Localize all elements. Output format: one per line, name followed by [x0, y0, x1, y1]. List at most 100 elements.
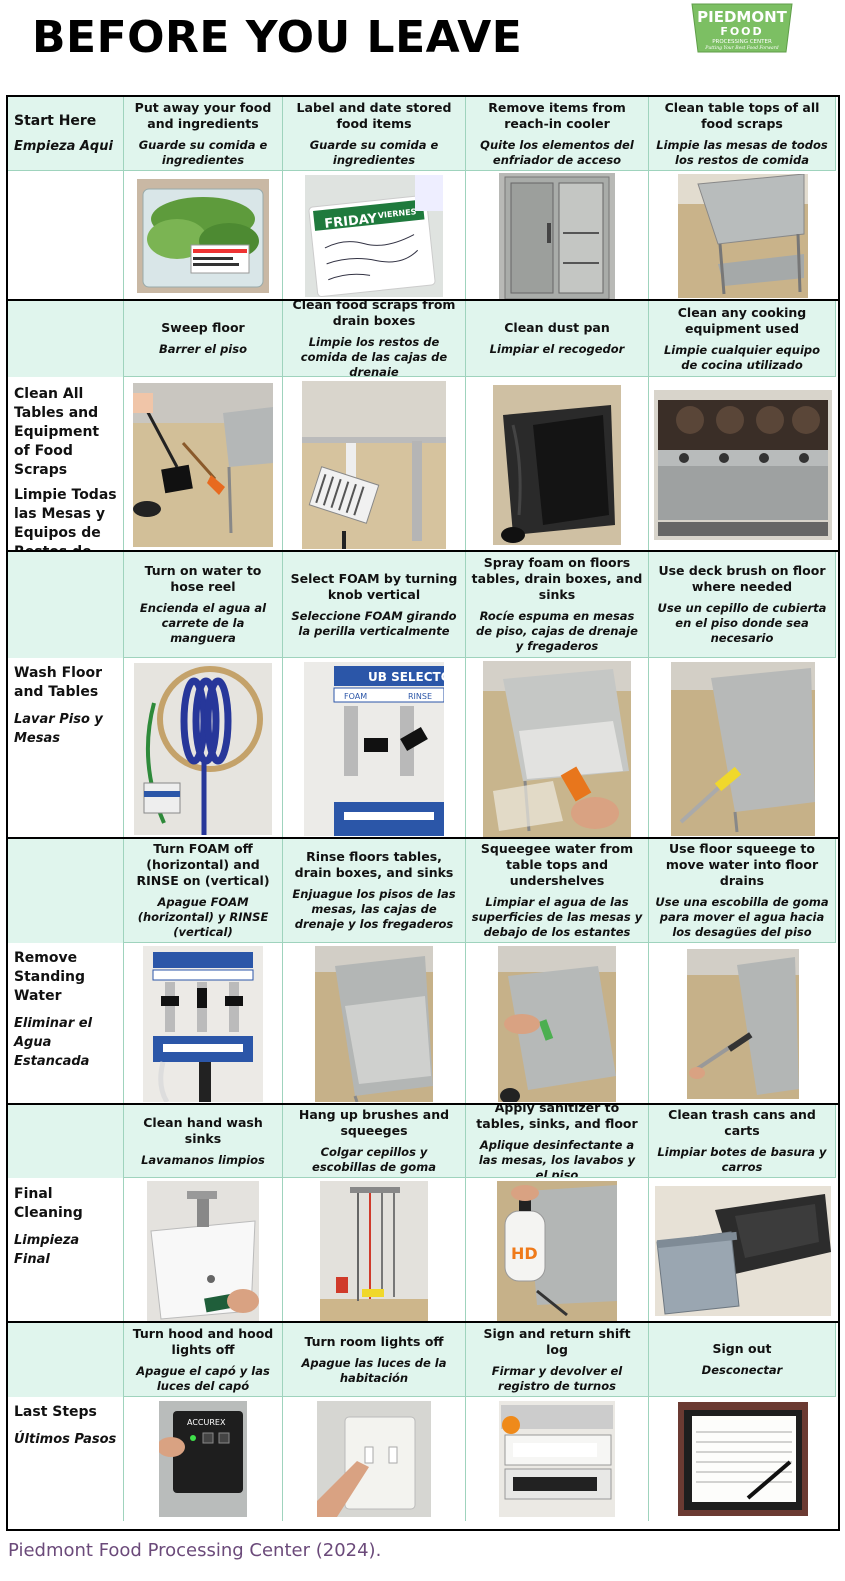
- logo-tagline: Putting Your Best Food Forward: [704, 45, 779, 51]
- photo-cell: [124, 943, 283, 1103]
- section-label: Final Cleaning Limpieza Final: [8, 1105, 124, 1321]
- hose-reel-photo: [134, 662, 272, 835]
- photo-cell: [466, 1397, 649, 1521]
- section-label: Remove Standing Water Eliminar el Agua E…: [8, 839, 124, 1103]
- step-text-es: Limpiar botes de basura y carros: [657, 1145, 827, 1174]
- section-remove-water: Remove Standing Water Eliminar el Agua E…: [8, 839, 838, 1105]
- section-title-es: Últimos Pasos: [14, 1432, 117, 1447]
- step-text-en: Turn room lights off: [304, 1333, 444, 1349]
- stove-range-photo: [653, 389, 832, 540]
- step-text-es: Colgar cepillos y escobillas de goma: [312, 1145, 436, 1174]
- step-header: Turn FOAM off (horizontal) and RINSE on …: [124, 839, 283, 943]
- step-text-es: Rocíe espuma en mesas de piso, cajas de …: [476, 609, 638, 653]
- step-text-en: Put away your food and ingredients: [134, 99, 272, 131]
- step-text-en: Clean trash cans and carts: [668, 1107, 816, 1138]
- photo-cell: [283, 943, 466, 1103]
- hood-brand-text: ACCUREX: [187, 1418, 226, 1427]
- step-text-en: Use deck brush on floor where needed: [658, 563, 826, 594]
- logo-line2: FOOD: [720, 25, 763, 38]
- step-text-en: Clean food scraps from drain boxes: [292, 301, 456, 328]
- photo-cell: [466, 658, 649, 837]
- floor-squeegee-photo: [686, 949, 799, 1099]
- table-squeegee-photo: [498, 946, 616, 1102]
- section-wash-floor: Wash Floor and Tables Lavar Piso y Mesas…: [8, 552, 838, 839]
- section-title-en: Remove Standing Water: [14, 950, 85, 1004]
- step-text-es: Limpiar el recogedor: [489, 342, 625, 356]
- step-text-es: Limpie cualquier equipo de cocina utiliz…: [663, 342, 821, 372]
- photo-cell: [283, 1397, 466, 1521]
- section-title-en: Final Cleaning: [14, 1186, 83, 1221]
- photo-cell: [283, 1178, 466, 1321]
- step-text-en: Label and date stored food items: [296, 99, 452, 131]
- step-text-en: Turn FOAM off (horizontal) and RINSE on …: [136, 841, 270, 888]
- section-title-en: Wash Floor and Tables: [14, 665, 103, 700]
- photo-cell: [124, 1178, 283, 1321]
- step-text-es: Enjuague los pisos de las mesas, las caj…: [292, 887, 456, 931]
- photo-cell: [649, 1397, 836, 1521]
- logo-line3: PROCESSING CENTER: [712, 39, 772, 45]
- reach-in-cooler-photo: [499, 173, 615, 299]
- drain-box-photo: [302, 380, 446, 549]
- step-text-es: Encienda el agua al carrete de la mangue…: [139, 601, 267, 645]
- step-text-en: Hang up brushes and squeeges: [298, 1107, 450, 1138]
- step-header: Use floor squeege to move water into flo…: [649, 839, 836, 943]
- photo-cell: [649, 658, 836, 837]
- section-title-es: Limpieza Final: [14, 1233, 80, 1267]
- piedmont-logo: PIEDMONT FOOD PROCESSING CENTER Putting …: [688, 2, 796, 54]
- photo-cell: [124, 658, 283, 837]
- step-text-es: Barrer el piso: [158, 342, 247, 356]
- step-header: Apply sanitizer to tables, sinks, and fl…: [466, 1105, 649, 1178]
- step-header: Squeegee water from table tops and under…: [466, 839, 649, 943]
- logo-line1: PIEDMONT: [697, 8, 788, 26]
- step-text-es: Quite los elementos del enfriador de acc…: [480, 137, 634, 167]
- step-text-en: Rinse floors tables, drain boxes, and si…: [294, 849, 454, 880]
- hand-sink-photo: [147, 1180, 259, 1321]
- step-text-es: Desconectar: [701, 1363, 783, 1377]
- section-label: Last Steps Últimos Pasos: [8, 1323, 124, 1521]
- trash-cart-photo: [654, 1185, 831, 1316]
- photo-cell: [466, 377, 649, 550]
- section-last-steps: Last Steps Últimos Pasos Turn hood and h…: [8, 1323, 838, 1521]
- selector-foam-text: FOAM: [344, 692, 367, 701]
- sweeping-floor-photo: [133, 382, 273, 547]
- label-day-es: VIERNES: [377, 207, 417, 220]
- step-text-es: Lavamanos limpios: [141, 1152, 265, 1167]
- step-text-en: Clean dust pan: [504, 320, 610, 335]
- rinse-selector-photo: [143, 946, 263, 1102]
- step-text-en: Spray foam on floors tables, drain boxes…: [471, 555, 643, 602]
- light-switch-photo: [317, 1401, 431, 1517]
- section-final-cleaning: Final Cleaning Limpieza Final Clean hand…: [8, 1105, 838, 1323]
- step-text-en: Clean any cooking equipment used: [677, 304, 807, 336]
- sign-out-sheet-photo: [677, 1402, 808, 1516]
- photo-cell: ACCUREX: [124, 1397, 283, 1521]
- photo-cell: [649, 1178, 836, 1321]
- section-title-es: Lavar Piso y Mesas: [14, 712, 103, 746]
- checklist-grid: Start Here Empieza Aqui Put away your fo…: [6, 95, 840, 1531]
- photo-cell: HD: [466, 1178, 649, 1321]
- steel-table-photo: [677, 174, 808, 298]
- spraying-foam-photo: [483, 660, 631, 837]
- step-text-en: Turn on water to hose reel: [144, 563, 262, 594]
- dust-pan-photo: [493, 384, 621, 545]
- deck-brush-photo: [670, 661, 815, 836]
- photo-cell: [649, 943, 836, 1103]
- step-text-en: Clean table tops of all food scraps: [664, 99, 820, 131]
- section-title-en: Last Steps: [14, 1404, 97, 1420]
- section-title-en: Start Here: [14, 112, 97, 129]
- step-text-en: Select FOAM by turning knob vertical: [290, 570, 458, 602]
- step-text-en: Turn hood and hood lights off: [132, 1325, 274, 1357]
- shift-log-tray-photo: [499, 1401, 615, 1517]
